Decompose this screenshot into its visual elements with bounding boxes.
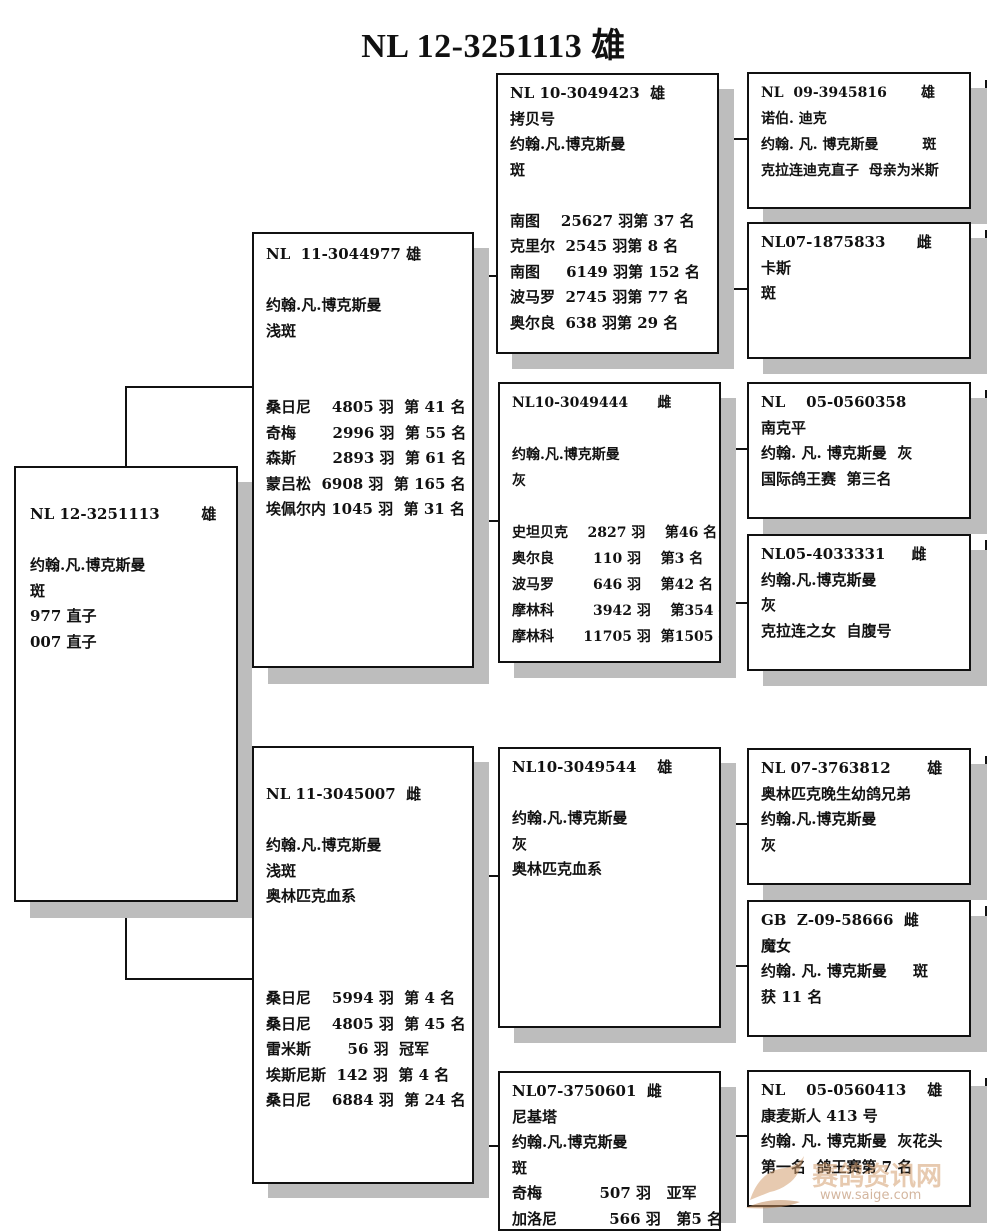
- result: 桑日尼 6884 羽 第 24 名: [266, 1088, 460, 1114]
- result: 桑日尼 5994 羽 第 4 名: [266, 986, 460, 1012]
- sds-box: NL 05-0560358 南克平 约翰. 凡. 博克斯曼 灰 国际鸽王赛 第三…: [747, 382, 971, 519]
- sire-box: NL 11-3044977 雄 ​ 约翰.凡.博克斯曼 浅斑 ​ ​ 桑日尼 4…: [252, 232, 474, 668]
- result: 奥尔良 110 羽 第3 名: [512, 546, 707, 572]
- ring-number: NL 11-3045007 雌: [266, 782, 460, 808]
- result: 蒙吕松 6908 羽 第 165 名: [266, 472, 460, 498]
- result: 奇梅 2996 羽 第 55 名: [266, 421, 460, 447]
- dam-box: NL 11-3045007 雌 ​ 约翰.凡.博克斯曼 浅斑 奥林匹克血系 ​ …: [252, 746, 474, 1184]
- result: 波马罗 2745 羽第 77 名: [510, 285, 705, 311]
- breeder: 约翰. 凡. 博克斯曼 斑: [761, 132, 957, 158]
- dss-box: NL 07-3763812 雄 奥林匹克晚生幼鸽兄弟 约翰.凡.博克斯曼 灰: [747, 748, 971, 885]
- color: 灰: [761, 833, 957, 859]
- connector: [125, 386, 127, 466]
- color: 灰: [512, 468, 707, 494]
- result: 南图 6149 羽第 152 名: [510, 260, 705, 286]
- breeder: 约翰.凡.博克斯曼: [266, 833, 460, 859]
- breeder: 约翰.凡.博克斯曼: [512, 806, 707, 832]
- color: 灰: [761, 593, 957, 619]
- ring-number: NL05-4033331 雌: [761, 542, 957, 568]
- connector: [125, 978, 253, 980]
- color: 斑: [510, 158, 705, 184]
- result: 波马罗 646 羽 第42 名: [512, 572, 707, 598]
- result: 森斯 2893 羽 第 61 名: [266, 446, 460, 472]
- result: 加洛尼 566 羽 第5 名: [512, 1207, 707, 1231]
- dds-box: NL 05-0560413 雄 康麦斯人 413 号 约翰. 凡. 博克斯曼 灰…: [747, 1070, 971, 1207]
- sss-box: NL 09-3945816 雄 诺伯. 迪克 约翰. 凡. 博克斯曼 斑 克拉连…: [747, 72, 971, 209]
- breeder: 约翰. 凡. 博克斯曼 斑: [761, 959, 957, 985]
- result: 史坦贝克 2827 羽 第46 名: [512, 520, 707, 546]
- ring-number: NL 09-3945816 雄: [761, 80, 957, 106]
- color: 浅斑: [266, 319, 460, 345]
- color: 斑: [761, 281, 957, 307]
- result: 摩林科 11705 羽 第1505 名: [512, 624, 707, 650]
- ssd-box: NL07-1875833 雌 卡斯 斑: [747, 222, 971, 359]
- color: 浅斑: [266, 859, 460, 885]
- ring-number: NL 05-0560413 雄: [761, 1078, 957, 1104]
- ring-number: NL07-1875833 雌: [761, 230, 957, 256]
- breeder: 约翰.凡.博克斯曼: [512, 442, 707, 468]
- ring-number: NL10-3049544 雄: [512, 755, 707, 781]
- ring-number: NL 11-3044977 雄: [266, 242, 460, 268]
- breeder: 约翰.凡.博克斯曼: [761, 807, 957, 833]
- sire-sire-box: NL 10-3049423 雄 拷贝号 约翰.凡.博克斯曼 斑 ​ 南图 256…: [496, 73, 719, 354]
- result: 南图 25627 羽第 37 名: [510, 209, 705, 235]
- result: 奇梅 507 羽 亚军: [512, 1181, 707, 1207]
- dam-dam-box: NL07-3750601 雌 尼基塔 约翰.凡.博克斯曼 斑 奇梅 507 羽 …: [498, 1071, 721, 1231]
- result: 克里尔 2545 羽第 8 名: [510, 234, 705, 260]
- dsd-box: GB Z-09-58666 雌 魔女 约翰. 凡. 博克斯曼 斑 获 11 名: [747, 900, 971, 1037]
- color: 斑: [30, 579, 222, 605]
- ring-number: NL10-3049444 雌: [512, 390, 707, 416]
- pedigree-title: NL 12-3251113 雄: [0, 18, 987, 67]
- dam-sire-box: NL10-3049544 雄 ​ 约翰.凡.博克斯曼 灰 奥林匹克血系: [498, 747, 721, 1028]
- ring-number: NL 07-3763812 雄: [761, 756, 957, 782]
- result: 埃佩尔内 1045 羽 第 31 名: [266, 497, 460, 523]
- result: 奥尔良 638 羽第 29 名: [510, 311, 705, 337]
- breeder: 约翰.凡.博克斯曼: [30, 553, 222, 579]
- breeder: 约翰.凡.博克斯曼: [266, 293, 460, 319]
- ring-number: NL 05-0560358: [761, 390, 957, 416]
- breeder: 约翰. 凡. 博克斯曼 灰: [761, 441, 957, 467]
- ring-number: GB Z-09-58666 雌: [761, 908, 957, 934]
- result: 摩林科 3942 羽 第354 名: [512, 598, 707, 624]
- color: 灰: [512, 832, 707, 858]
- sdd-box: NL05-4033331 雌 约翰.凡.博克斯曼 灰 克拉连之女 自腹号: [747, 534, 971, 671]
- breeder: 约翰. 凡. 博克斯曼 灰花头: [761, 1129, 957, 1155]
- result: 雷米斯 56 羽 冠军: [266, 1037, 460, 1063]
- subject-box: NL 12-3251113 雄 ​ 约翰.凡.博克斯曼 斑 977 直子 007…: [14, 466, 238, 902]
- ring-number: NL 10-3049423 雄: [510, 81, 705, 107]
- sire-dam-box: NL10-3049444 雌 ​ 约翰.凡.博克斯曼 灰 ​ 史坦贝克 2827…: [498, 382, 721, 663]
- result: 埃斯尼斯 142 羽 第 4 名: [266, 1063, 460, 1089]
- ring-number: NL07-3750601 雌: [512, 1079, 707, 1105]
- color: 斑: [512, 1156, 707, 1182]
- ring-number: NL 12-3251113 雄: [30, 502, 222, 528]
- breeder: 约翰.凡.博克斯曼: [512, 1130, 707, 1156]
- breeder: 约翰.凡.博克斯曼: [510, 132, 705, 158]
- breeder: 约翰.凡.博克斯曼: [761, 568, 957, 594]
- result: 桑日尼 4805 羽 第 41 名: [266, 395, 460, 421]
- connector: [125, 386, 253, 388]
- result: 桑日尼 4805 羽 第 45 名: [266, 1012, 460, 1038]
